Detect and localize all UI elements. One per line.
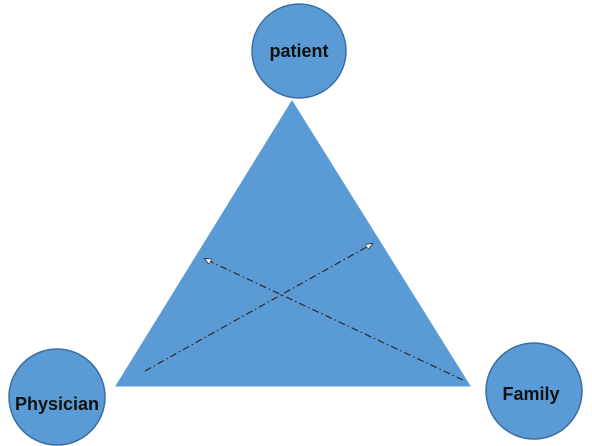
node-physician-circle — [8, 348, 106, 446]
node-physician-label: Physician — [15, 394, 99, 414]
arrow-family-to-patient-side — [205, 259, 464, 381]
node-family: Family — [485, 342, 583, 440]
node-patient: patient — [251, 3, 347, 99]
node-patient-label: patient — [269, 41, 328, 61]
node-family-circle — [485, 342, 583, 440]
node-patient-circle — [251, 3, 347, 99]
node-family-label: Family — [502, 384, 559, 404]
node-physician: Physician — [8, 348, 106, 446]
central-triangle — [115, 100, 471, 387]
